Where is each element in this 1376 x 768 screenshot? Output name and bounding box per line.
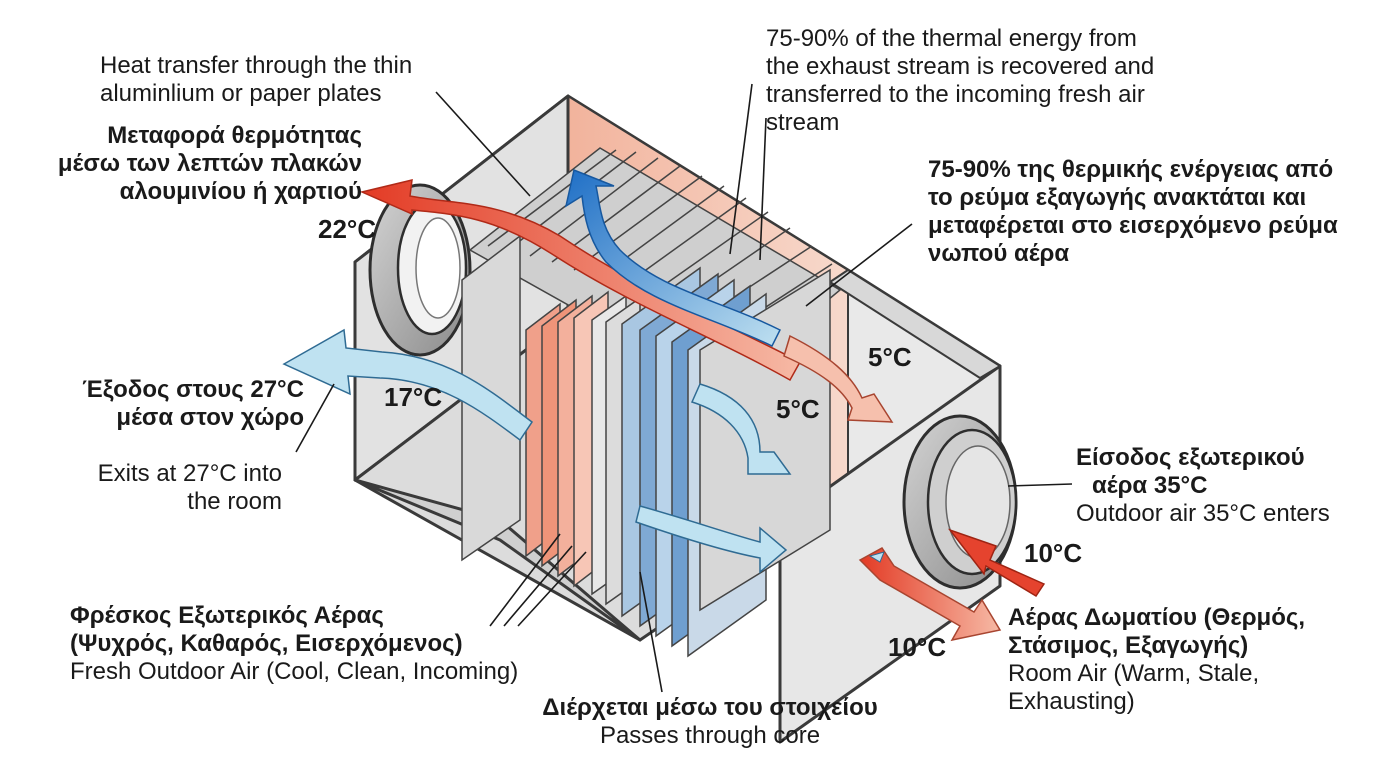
- cool-mid-arrow: [690, 383, 792, 475]
- room-air-inlet-arrow: [858, 547, 1002, 642]
- temp-bottom-right: 10°C: [888, 632, 947, 662]
- fresh-air-inlet-arrow: [947, 528, 1046, 598]
- recovery-label-en: 75-90% of the thermal energy from the ex…: [766, 25, 1154, 137]
- exit-label-gr: Έξοδος στους 27°C μέσα στον χώρο: [40, 376, 304, 432]
- fresh-air-label: Φρέσκος Εξωτερικός Αέρας (Ψυχρός, Καθαρό…: [70, 602, 518, 686]
- exit-en-line-2: the room: [187, 488, 282, 515]
- exit-label-en: Exits at 27°C into the room: [40, 460, 282, 516]
- plates-gr-line-3: αλουμινίου ή χαρτιού: [119, 178, 362, 205]
- recovery-en-line-4: stream: [766, 109, 840, 136]
- temp-exhaust-out: 22°C: [318, 214, 377, 244]
- casing-front-lip: [353, 478, 642, 642]
- cool-exit-arrow: [282, 328, 534, 442]
- outdoor-gr-line-1: Είσοδος εξωτερικού: [1076, 444, 1305, 471]
- fresh-gr-line-1: Φρέσκος Εξωτερικός Αέρας: [70, 602, 384, 629]
- core-gr: Διέρχεται μέσω του στοιχείου: [542, 694, 878, 721]
- temp-mid-blue: 5°C: [776, 394, 820, 424]
- outdoor-label: Είσοδος εξωτερικού αέρα 35°C Outdoor air…: [1076, 444, 1330, 528]
- room-en-line-2: Exhausting): [1008, 688, 1135, 715]
- recovery-gr-line-4: νωπού αέρα: [928, 240, 1070, 267]
- fresh-air-core-arrow: [635, 505, 788, 574]
- room-gr-line-2: Στάσιμος, Εξαγωγής): [1008, 632, 1249, 659]
- fresh-en: Fresh Outdoor Air (Cool, Clean, Incoming…: [70, 658, 519, 685]
- exit-gr-line-2: μέσα στον χώρο: [116, 404, 304, 431]
- plates-en-line-2: aluminlium or paper plates: [100, 80, 382, 107]
- recovery-en-line-2: the exhaust stream is recovered and: [766, 53, 1155, 80]
- plates-gr-line-2: μέσω των λεπτών πλακών: [57, 150, 362, 177]
- cool-supply-arrow: [564, 168, 782, 347]
- warm-mid-arrow: [783, 334, 894, 423]
- recovery-gr-line-2: το ρεύμα εξαγωγής ανακτάται και: [928, 184, 1307, 211]
- plates-label-gr: Μεταφορά θερμότητας μέσω των λεπτών πλακ…: [40, 122, 362, 206]
- room-gr-line-1: Αέρας Δωματίου (Θερμός,: [1008, 604, 1306, 631]
- plates-gr-line-1: Μεταφορά θερμότητας: [107, 122, 362, 149]
- outdoor-gr-line-2: αέρα 35°C: [1092, 472, 1208, 499]
- right-circular-duct: [902, 414, 1018, 590]
- recovery-en-line-3: transferred to the incoming fresh air: [766, 81, 1145, 108]
- recovery-en-line-1: 75-90% of the thermal energy from: [766, 25, 1137, 52]
- core-label: Διέρχεται μέσω του στοιχείου Passes thro…: [520, 694, 900, 750]
- recovery-label-gr: 75-90% της θερμικής ενέργειας από το ρεύ…: [928, 156, 1338, 268]
- core-en: Passes through core: [599, 722, 821, 749]
- leader-lines: [295, 83, 1073, 693]
- casing-right-top: [829, 269, 1001, 379]
- room-en-line-1: Room Air (Warm, Stale,: [1008, 660, 1260, 687]
- plates-label-en: Heat transfer through the thin aluminliu…: [100, 52, 412, 108]
- exit-gr-line-1: Έξοδος στους 27°C: [82, 376, 304, 403]
- left-circular-duct: [368, 183, 472, 357]
- plates-en-line-1: Heat transfer through the thin: [100, 52, 413, 79]
- temp-supply-out: 17°C: [384, 382, 443, 412]
- recovery-gr-line-3: μεταφέρεται στο εισερχόμενο ρεύμα: [928, 212, 1338, 239]
- room-air-label: Αέρας Δωματίου (Θερμός, Στάσιμος, Εξαγωγ…: [1008, 604, 1305, 716]
- temp-inlet-right: 10°C: [1024, 538, 1083, 568]
- fresh-gr-line-2: (Ψυχρός, Καθαρός, Εισερχόμενος): [70, 630, 463, 657]
- outdoor-en: Outdoor air 35°C enters: [1076, 500, 1330, 527]
- recovery-gr-line-1: 75-90% της θερμικής ενέργειας από: [928, 156, 1334, 183]
- temp-mid-red: 5°C: [868, 342, 912, 372]
- exit-en-line-1: Exits at 27°C into: [97, 460, 282, 487]
